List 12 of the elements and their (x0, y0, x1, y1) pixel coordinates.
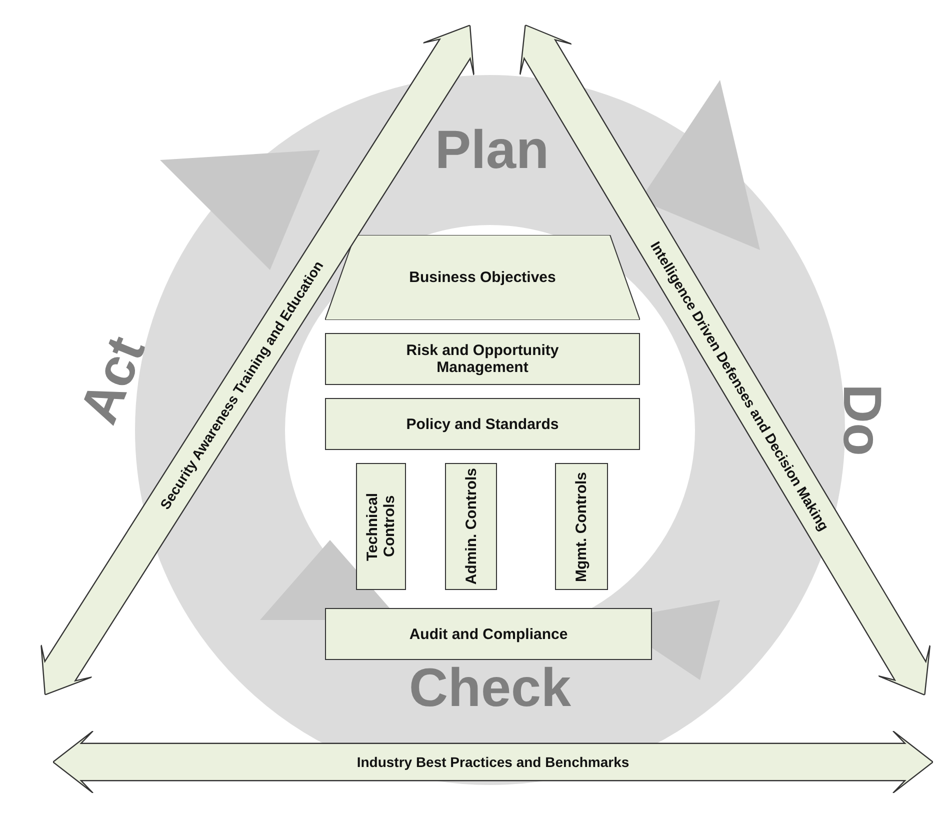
trapezoid-box: Business Objectives (325, 235, 640, 320)
double-arrow-band: Industry Best Practices and Benchmarks (53, 731, 933, 793)
layer-box: Risk and Opportunity Management (325, 333, 640, 385)
control-pillar: Mgmt. Controls (555, 463, 608, 590)
cycle-stage-label: Do (835, 384, 889, 456)
control-pillar: Technical Controls (356, 463, 406, 590)
cycle-stage-label: Plan (435, 123, 550, 177)
cycle-stage-label: Act (70, 330, 154, 430)
layer-box: Policy and Standards (325, 398, 640, 450)
layer-box: Audit and Compliance (325, 608, 652, 660)
control-pillar: Admin. Controls (445, 463, 497, 590)
cycle-stage-label: Check (409, 661, 572, 715)
